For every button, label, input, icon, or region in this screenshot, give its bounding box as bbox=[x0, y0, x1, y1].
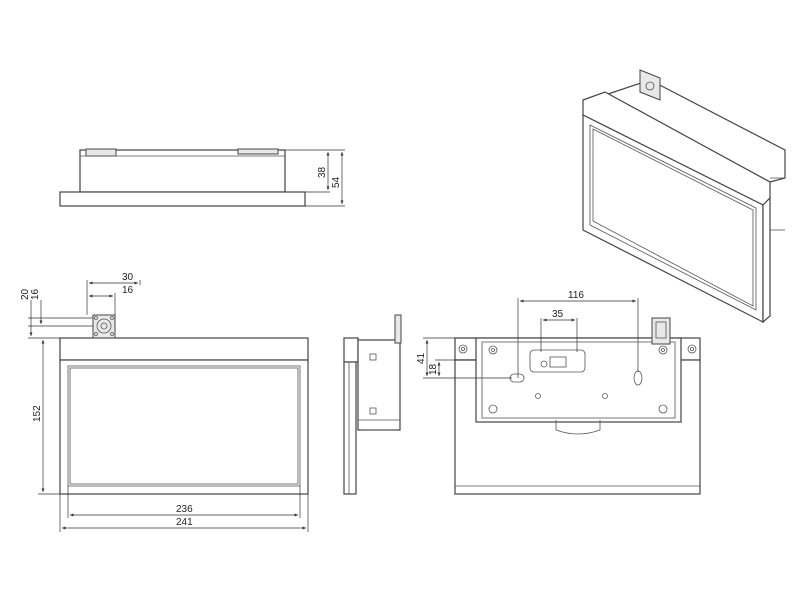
iso-bracket bbox=[639, 69, 661, 101]
rear-bracket bbox=[651, 317, 671, 345]
side-top-cap bbox=[343, 337, 359, 363]
front-view: 30 16 20 16 152 236 241 bbox=[20, 272, 309, 532]
rear-dim-116: 116 bbox=[568, 290, 584, 301]
rear-dim-41: 41 bbox=[416, 352, 427, 364]
front-top-bar bbox=[59, 337, 309, 361]
front-dim-30: 30 bbox=[122, 272, 134, 283]
isometric-view bbox=[582, 69, 786, 324]
top-view-plate bbox=[59, 191, 306, 207]
front-panel bbox=[59, 359, 309, 495]
top-dim-54: 54 bbox=[331, 176, 342, 188]
top-view-cap-right bbox=[237, 148, 279, 155]
top-view-housing bbox=[79, 149, 286, 193]
front-display-inner bbox=[69, 367, 299, 485]
top-view: 38 54 bbox=[59, 148, 345, 207]
rear-dim-35: 35 bbox=[552, 309, 564, 320]
rear-housing bbox=[475, 337, 682, 423]
top-view-cap-left bbox=[85, 148, 117, 157]
front-dim-241: 241 bbox=[176, 517, 193, 528]
front-display-window bbox=[67, 365, 301, 487]
rear-dim-18: 18 bbox=[428, 363, 439, 375]
front-dim-20: 20 bbox=[20, 288, 31, 300]
side-view bbox=[343, 314, 402, 495]
front-dim-236: 236 bbox=[176, 504, 193, 515]
front-dim-152: 152 bbox=[32, 405, 43, 422]
rear-view: 116 35 41 18 bbox=[416, 290, 701, 495]
top-dim-38: 38 bbox=[317, 166, 328, 178]
front-dim-16-top: 16 bbox=[122, 285, 134, 296]
side-panel bbox=[343, 361, 357, 495]
front-dim-16-side: 16 bbox=[30, 288, 41, 300]
iso-display-window bbox=[589, 124, 757, 311]
front-bracket bbox=[92, 314, 116, 339]
side-housing bbox=[357, 339, 401, 431]
side-bracket bbox=[394, 314, 402, 344]
